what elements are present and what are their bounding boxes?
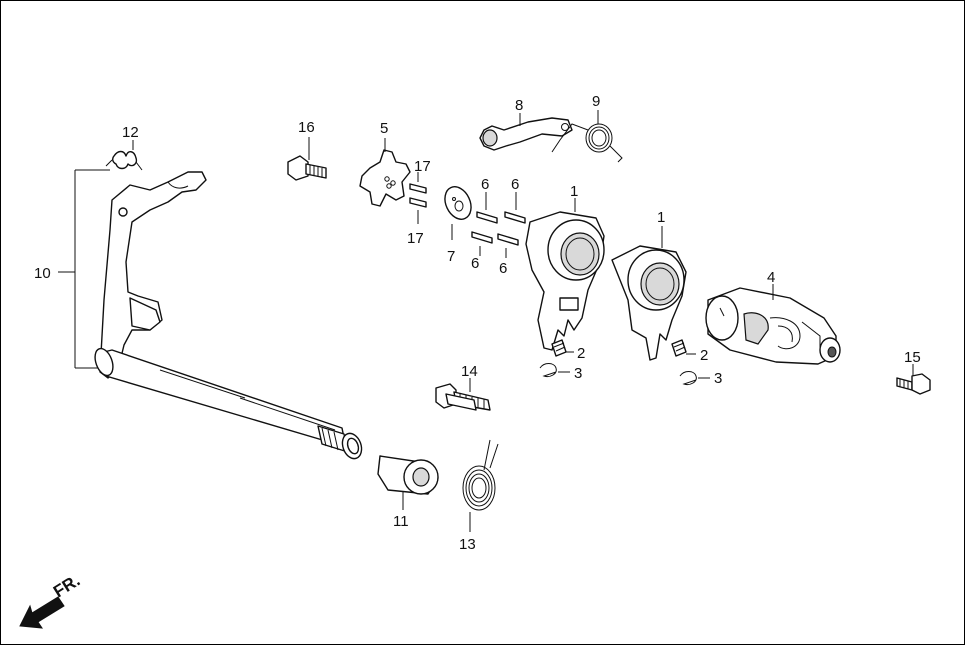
stud-bolt <box>435 378 491 411</box>
stopper-star <box>359 138 411 207</box>
callout-9: 9 <box>592 93 600 110</box>
plate-disc <box>444 186 472 240</box>
callout-5: 5 <box>380 120 388 137</box>
callout-2-right: 2 <box>700 347 708 364</box>
callout-15: 15 <box>904 349 921 366</box>
stopper-arm <box>479 113 573 151</box>
callout-13: 13 <box>459 536 476 553</box>
callout-6-b: 6 <box>511 176 519 193</box>
dowel-pins <box>409 172 427 224</box>
return-spring-small <box>105 140 143 171</box>
callout-7: 7 <box>447 248 455 265</box>
callout-12: 12 <box>122 124 139 141</box>
callout-17-bottom: 17 <box>407 230 424 247</box>
torsion-spring <box>462 439 499 532</box>
shift-fork-left <box>525 198 605 351</box>
shift-drum <box>705 284 841 365</box>
callout-6-a: 6 <box>481 176 489 193</box>
callout-6-d: 6 <box>499 260 507 277</box>
callout-3-left: 3 <box>574 365 582 382</box>
callout-16: 16 <box>298 119 315 136</box>
callout-4: 4 <box>767 269 775 286</box>
shift-fork-right <box>611 226 687 361</box>
callout-8: 8 <box>515 97 523 114</box>
callout-6-c: 6 <box>471 255 479 272</box>
callout-17-top: 17 <box>414 158 431 175</box>
hex-bolt <box>287 137 327 181</box>
callout-1-left: 1 <box>570 183 578 200</box>
collar <box>377 455 439 510</box>
fork-clips <box>539 363 710 385</box>
stopper-spring <box>551 110 623 163</box>
callout-1-right: 1 <box>657 209 665 226</box>
gearshift-spindle <box>58 169 363 460</box>
callout-14: 14 <box>461 363 478 380</box>
fork-guide-pins <box>551 339 696 357</box>
front-direction-label: FR. <box>50 571 83 602</box>
callout-10: 10 <box>34 265 51 282</box>
front-direction-arrow-icon <box>19 596 65 629</box>
callout-11: 11 <box>393 513 409 530</box>
flange-bolt <box>896 364 931 395</box>
guide-pins <box>471 192 526 258</box>
callout-3-right: 3 <box>714 370 722 387</box>
callout-2-left: 2 <box>577 345 585 362</box>
